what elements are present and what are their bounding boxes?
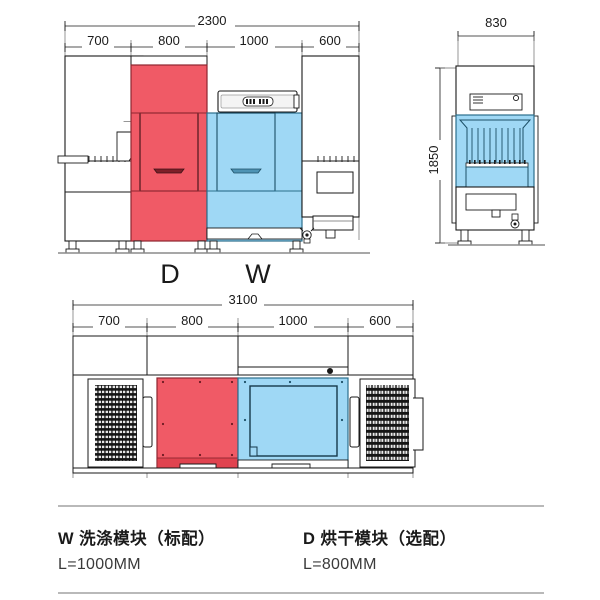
plan-wash-module bbox=[237, 377, 349, 470]
legend-item-dry: D 烘干模块（选配） L=800MM bbox=[303, 529, 457, 574]
control-panel-buttons bbox=[246, 99, 268, 104]
legend: W 洗涤模块（标配） L=1000MM D 烘干模块（选配） L=800MM bbox=[58, 505, 544, 574]
entry-shelf bbox=[57, 155, 89, 164]
front-segment-label-1: 700 bbox=[87, 33, 109, 48]
plan-entry-rack-rail bbox=[142, 396, 153, 448]
front-elevation-group: 2300 700 800 1000 600 bbox=[57, 13, 370, 289]
plan-segment-dimensions: 700 800 1000 600 bbox=[72, 313, 414, 332]
side-control-lines bbox=[473, 96, 483, 104]
exit-service-panel bbox=[316, 171, 354, 194]
wash-module-front bbox=[206, 112, 303, 242]
legend-columns: W 洗涤模块（标配） L=1000MM D 烘干模块（选配） L=800MM bbox=[58, 529, 544, 574]
exit-rack-teeth bbox=[317, 156, 355, 162]
module-letter-w: W bbox=[245, 259, 271, 289]
plan-overall-dimension-label: 3100 bbox=[229, 292, 258, 307]
front-overall-dimension: 2300 bbox=[64, 13, 360, 31]
wash-chamber-inner-hood bbox=[458, 119, 532, 164]
plan-hood-knob bbox=[327, 368, 333, 374]
side-height-dimension: 1850 bbox=[426, 67, 462, 244]
plan-dry-module-bolts bbox=[161, 380, 234, 457]
plan-bottom-rail bbox=[72, 467, 414, 474]
side-control-knob bbox=[512, 94, 520, 102]
plan-overall-dimension: 3100 bbox=[72, 292, 414, 310]
wash-module-fill bbox=[206, 112, 303, 242]
exit-section bbox=[301, 55, 360, 239]
wash-module-door-handle bbox=[230, 168, 262, 174]
front-segment-label-3: 1000 bbox=[240, 33, 269, 48]
wash-chamber-teeth bbox=[469, 160, 526, 164]
plan-exit-rack-grid bbox=[366, 385, 409, 461]
side-drain-valve bbox=[510, 213, 520, 229]
wash-chamber-ribs bbox=[471, 128, 521, 162]
front-segment-label-2: 800 bbox=[158, 33, 180, 48]
legend-dry-length: L=800MM bbox=[303, 555, 377, 573]
module-letter-d: D bbox=[160, 259, 180, 289]
side-legs bbox=[457, 229, 533, 246]
dry-module-front bbox=[130, 64, 208, 242]
plan-entry-rack bbox=[87, 378, 153, 468]
front-legs bbox=[65, 240, 304, 254]
legend-top-rule bbox=[58, 505, 544, 507]
front-overall-dimension-label: 2300 bbox=[198, 13, 227, 28]
front-segment-dimensions: 700 800 1000 600 bbox=[64, 33, 360, 52]
plan-entry-rack-grid bbox=[95, 385, 137, 461]
side-width-dimension-label: 830 bbox=[485, 15, 507, 30]
drain-valve-assembly bbox=[299, 227, 315, 244]
plan-segment-label-2: 800 bbox=[181, 313, 203, 328]
legend-wash-length: L=1000MM bbox=[58, 555, 141, 573]
side-base-panel bbox=[465, 193, 517, 211]
plan-exit-rack bbox=[349, 378, 424, 468]
plan-machine-body bbox=[72, 335, 424, 474]
legend-wash-title: W 洗涤模块（标配） bbox=[58, 530, 216, 548]
side-elevation-group: 830 1850 bbox=[426, 14, 545, 246]
legend-bottom-rule bbox=[58, 592, 544, 594]
wash-chamber-sump bbox=[465, 166, 529, 188]
wash-chamber-side bbox=[455, 114, 535, 188]
dry-module-door-handle bbox=[153, 168, 185, 174]
plan-dry-module-fill bbox=[156, 377, 239, 469]
front-base-frame bbox=[206, 227, 303, 240]
plan-exit-rack-rail bbox=[349, 396, 360, 448]
plan-dry-module bbox=[156, 377, 239, 470]
plan-segment-label-3: 1000 bbox=[279, 313, 308, 328]
exit-machinery-box bbox=[312, 215, 354, 231]
control-panel-front bbox=[217, 90, 300, 113]
plan-view-group: 3100 700 800 1000 600 bbox=[72, 292, 424, 478]
plan-segment-label-4: 600 bbox=[369, 313, 391, 328]
side-machine-body bbox=[448, 65, 545, 246]
side-control-recess bbox=[469, 93, 523, 111]
front-segment-label-4: 600 bbox=[319, 33, 341, 48]
drain-fitting bbox=[247, 233, 263, 240]
side-width-dimension: 830 bbox=[457, 14, 535, 66]
plan-segment-label-1: 700 bbox=[98, 313, 120, 328]
plan-wash-chamber bbox=[249, 385, 338, 457]
legend-dry-title: D 烘干模块（选配） bbox=[303, 530, 457, 548]
side-height-dimension-label: 1850 bbox=[426, 146, 441, 175]
plan-exit-extension bbox=[413, 397, 424, 451]
legend-item-wash: W 洗涤模块（标配） L=1000MM bbox=[58, 529, 303, 574]
dry-module-fill bbox=[130, 64, 208, 242]
front-machine-body bbox=[57, 55, 370, 254]
